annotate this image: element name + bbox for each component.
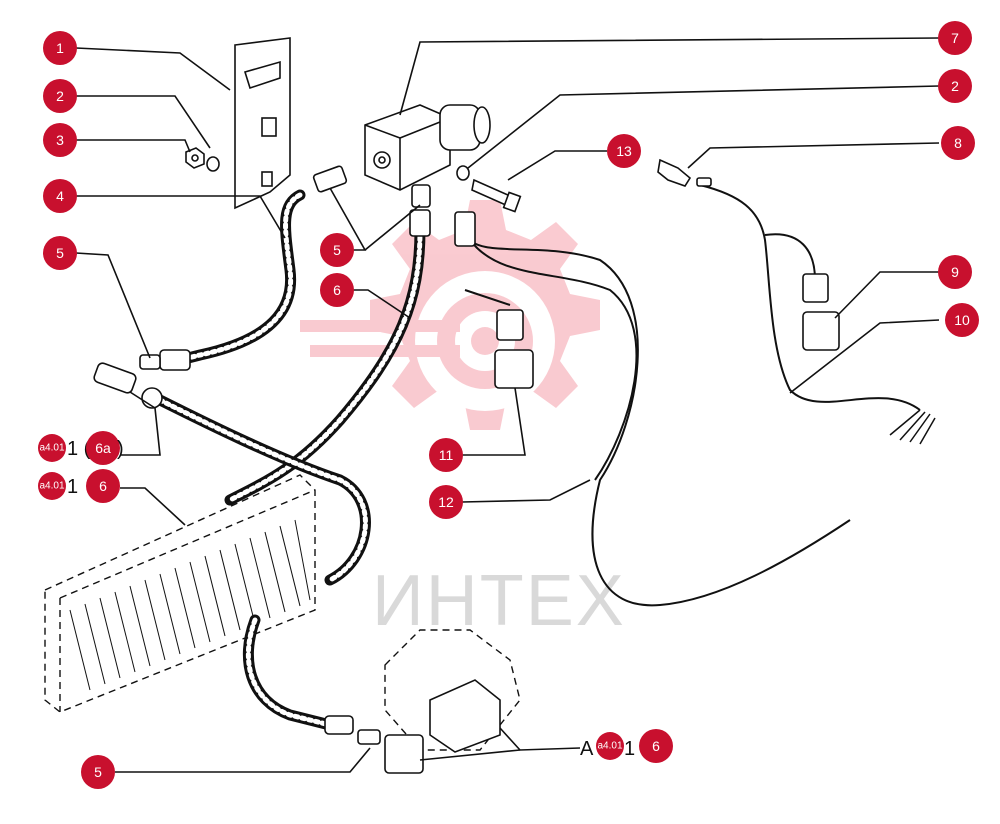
svg-text:1: 1 bbox=[624, 738, 635, 760]
svg-text:12: 12 bbox=[438, 494, 454, 510]
callout-4[interactable]: 4 bbox=[43, 179, 77, 213]
fitting-top bbox=[312, 165, 431, 208]
svg-text:5: 5 bbox=[333, 242, 341, 258]
callout-13[interactable]: 13 bbox=[607, 134, 641, 168]
washer-part bbox=[206, 156, 220, 172]
callout-5-bottom[interactable]: 5 bbox=[81, 755, 115, 789]
bolt-part bbox=[471, 178, 522, 213]
svg-text:4: 4 bbox=[56, 188, 64, 204]
svg-text:1: 1 bbox=[56, 40, 64, 56]
watermark-text: ИНТЕХ bbox=[372, 561, 626, 641]
callout-6[interactable]: 6 bbox=[320, 273, 354, 307]
svg-text:9: 9 bbox=[951, 264, 959, 280]
callout-3[interactable]: 3 bbox=[43, 123, 77, 157]
oil-cooler bbox=[44, 474, 316, 713]
svg-text:6: 6 bbox=[652, 738, 660, 754]
svg-text:6a: 6a bbox=[95, 440, 111, 456]
callout-2-valve[interactable]: 2 bbox=[938, 69, 972, 103]
washer-part-2 bbox=[456, 165, 470, 181]
callout-7[interactable]: 7 bbox=[938, 21, 972, 55]
wiring-harness bbox=[454, 211, 851, 607]
sensor-harness bbox=[657, 158, 936, 445]
hose-lower bbox=[243, 614, 381, 745]
svg-text:5: 5 bbox=[56, 245, 64, 261]
callout-11[interactable]: 11 bbox=[429, 438, 463, 472]
svg-text:1 (: 1 ( bbox=[67, 438, 91, 460]
svg-text:A: A bbox=[580, 738, 594, 760]
hose-4 bbox=[139, 189, 306, 371]
callout-1[interactable]: 1 bbox=[43, 31, 77, 65]
hose-6 bbox=[224, 209, 431, 506]
watermark-logo bbox=[300, 200, 600, 430]
cross-ref-6a[interactable]: a4.01 1 ( 6a ) bbox=[38, 431, 124, 465]
callout-5-top[interactable]: 5 bbox=[320, 233, 354, 267]
cross-ref-pump[interactable]: A a4.01 1 6 bbox=[580, 729, 673, 763]
svg-text:5: 5 bbox=[94, 764, 102, 780]
svg-text:6: 6 bbox=[333, 282, 341, 298]
svg-text:): ) bbox=[117, 438, 124, 460]
svg-text:a4.01: a4.01 bbox=[39, 443, 64, 454]
nut-part bbox=[185, 147, 205, 169]
bracket-part bbox=[234, 37, 291, 210]
svg-text:a4.01: a4.01 bbox=[597, 741, 622, 752]
svg-text:1: 1 bbox=[67, 476, 78, 498]
svg-text:6: 6 bbox=[99, 478, 107, 494]
callout-12[interactable]: 12 bbox=[429, 485, 463, 519]
svg-text:11: 11 bbox=[439, 447, 454, 463]
cross-ref-6[interactable]: a4.01 1 6 bbox=[38, 469, 120, 503]
callout-10[interactable]: 10 bbox=[945, 303, 979, 337]
svg-text:10: 10 bbox=[954, 312, 970, 328]
callout-2[interactable]: 2 bbox=[43, 79, 77, 113]
svg-text:13: 13 bbox=[616, 143, 632, 159]
callout-5[interactable]: 5 bbox=[43, 236, 77, 270]
svg-text:8: 8 bbox=[954, 135, 962, 151]
svg-text:2: 2 bbox=[56, 88, 64, 104]
pump-part bbox=[384, 629, 521, 774]
svg-text:7: 7 bbox=[951, 30, 959, 46]
solenoid-valve-part bbox=[364, 104, 491, 191]
callout-9[interactable]: 9 bbox=[938, 255, 972, 289]
callout-8[interactable]: 8 bbox=[941, 126, 975, 160]
leader-lines bbox=[75, 37, 940, 773]
svg-text:2: 2 bbox=[951, 78, 959, 94]
svg-text:3: 3 bbox=[56, 132, 64, 148]
hose-6a bbox=[93, 362, 371, 586]
svg-text:a4.01: a4.01 bbox=[39, 481, 64, 492]
